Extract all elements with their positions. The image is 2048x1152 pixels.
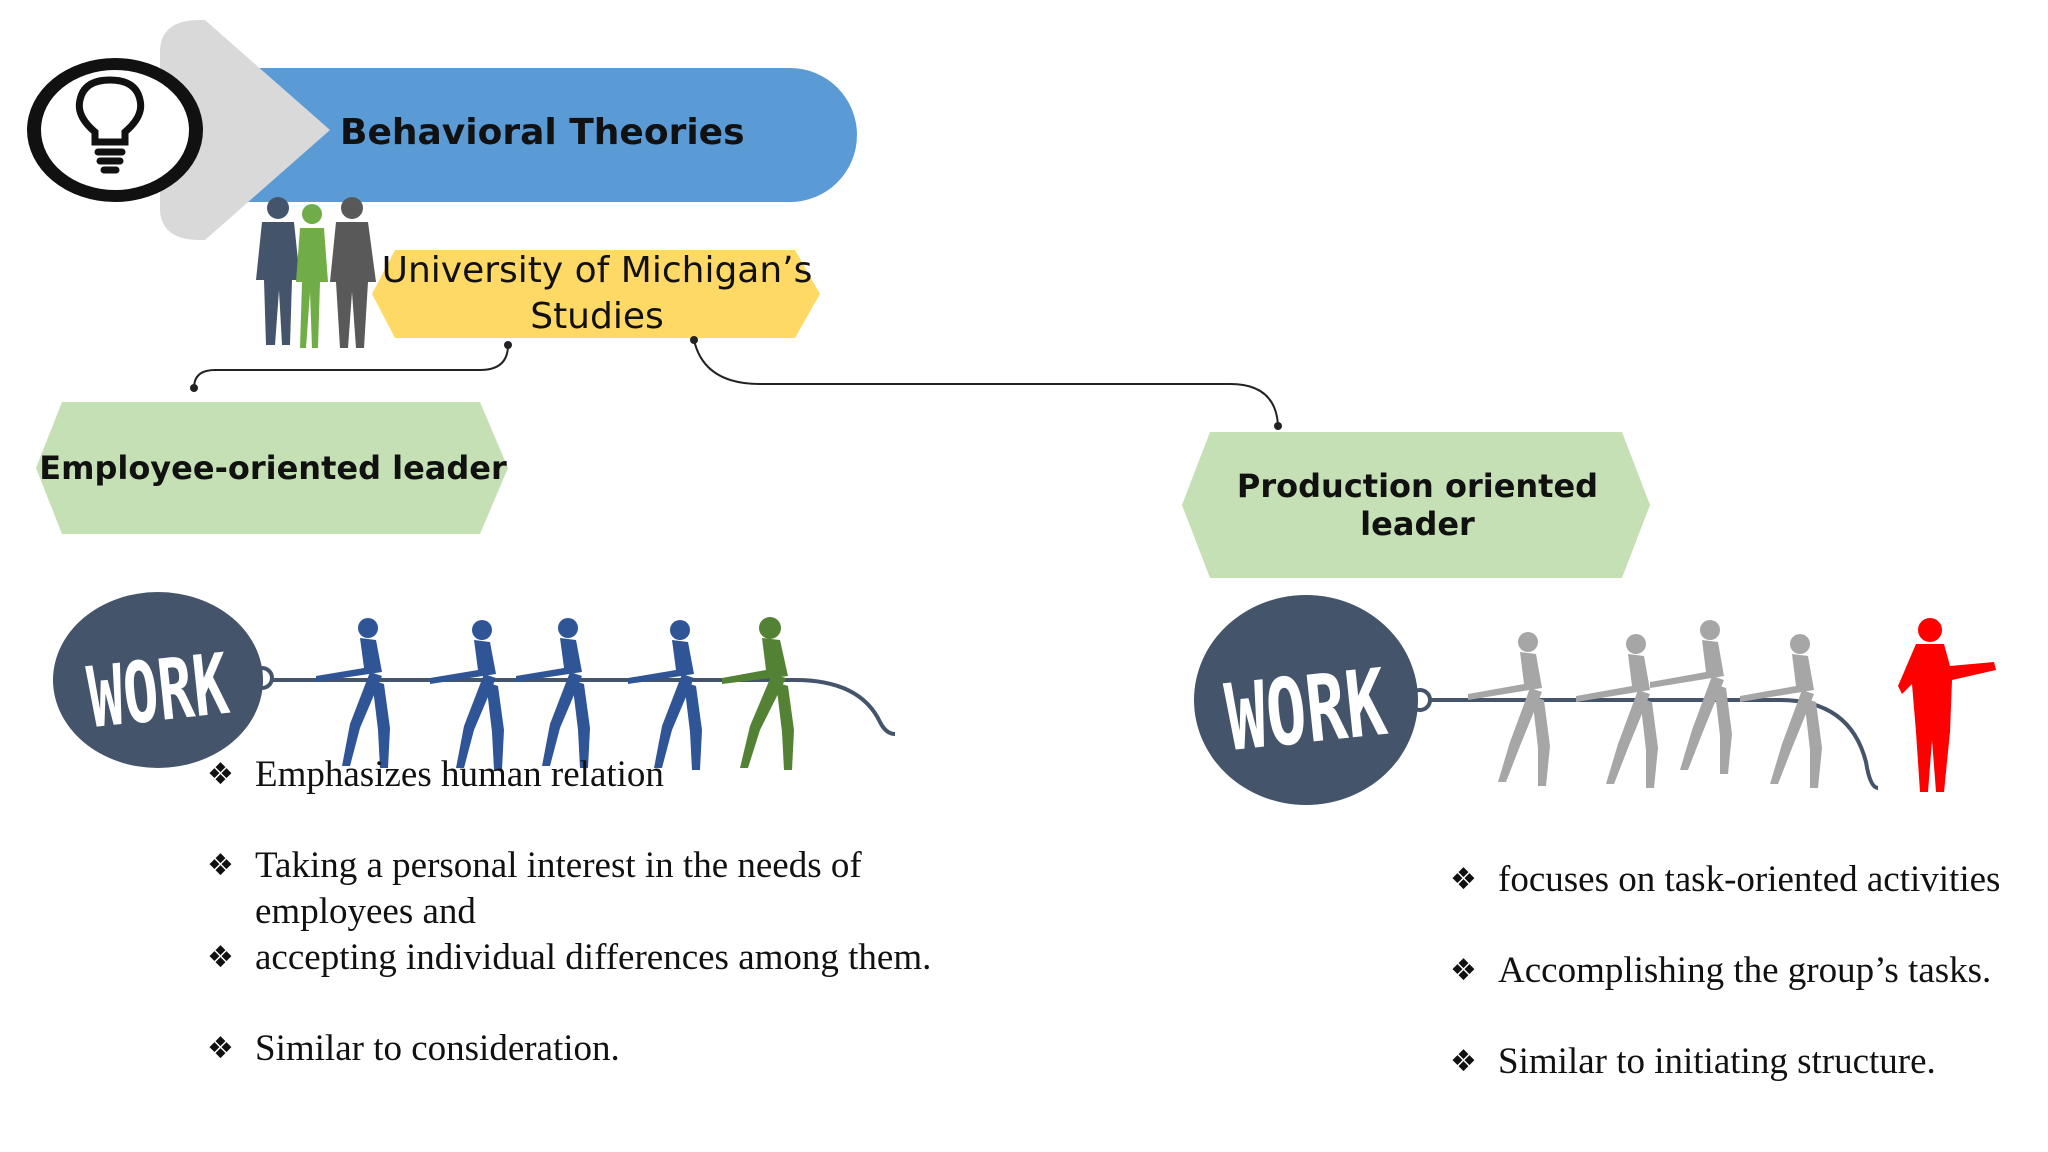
right-leader-figure [1898, 618, 1996, 792]
left-pulling-figures [316, 618, 702, 770]
bullet-text: accepting individual differences among t… [255, 937, 932, 978]
bullet-item: ❖ Emphasizes human relation [207, 752, 987, 798]
bullet-item: ❖ accepting individual differences among… [207, 935, 987, 981]
center-node-label: University of Michigan’s Studies [381, 250, 813, 337]
bullet-marker-icon: ❖ [207, 848, 234, 883]
left-work-label: WORK [83, 635, 233, 747]
connector-right [693, 339, 1279, 427]
bullet-text: focuses on task-oriented activities [1498, 859, 2001, 900]
bullet-item: ❖ Similar to initiating structure. [1450, 1039, 2048, 1085]
bullet-item: ❖ Similar to consideration. [207, 1026, 987, 1072]
bullet-item: ❖ Accomplishing the group’s tasks. [1450, 948, 2048, 994]
left-hexagon [36, 402, 508, 534]
bullet-marker-icon: ❖ [207, 1031, 234, 1066]
center-hexagon [372, 250, 820, 338]
production-oriented-label: Production oriented leader [1236, 467, 1599, 543]
bullet-text: Accomplishing the group’s tasks. [1498, 950, 1992, 991]
page-title: Behavioral Theories [340, 112, 745, 153]
production-bullet-list: ❖ focuses on task-oriented activities ❖ Ac… [1450, 857, 2048, 1130]
bullet-text: Similar to consideration. [255, 1028, 620, 1069]
left-rope [272, 678, 896, 736]
business-people-icon [256, 197, 376, 348]
connector-left [193, 344, 509, 389]
right-work-label: WORK [1221, 649, 1392, 772]
bullet-text: Similar to initiating structure. [1498, 1041, 1936, 1082]
bullet-text: Emphasizes human relation [255, 754, 664, 795]
bullet-marker-icon: ❖ [1450, 862, 1477, 897]
bullet-text: Taking a personal interest in the needs … [255, 845, 862, 932]
lightbulb-badge [27, 58, 203, 202]
lightbulb-icon [75, 76, 145, 174]
bullet-marker-icon: ❖ [207, 940, 234, 975]
right-hexagon [1182, 432, 1650, 578]
title-chevron [160, 20, 330, 240]
bullet-item: ❖ Taking a personal interest in the needs… [207, 843, 987, 935]
bullet-marker-icon: ❖ [1450, 953, 1477, 988]
left-leader-figure [722, 617, 794, 770]
employee-bullet-list: ❖ Emphasizes human relation ❖ Taking a per… [207, 752, 987, 1117]
title-banner [240, 68, 857, 202]
bullet-marker-icon: ❖ [1450, 1044, 1477, 1079]
employee-oriented-label: Employee-oriented leader [39, 449, 507, 487]
bullet-marker-icon: ❖ [207, 757, 234, 792]
right-pulling-figures [1468, 620, 1822, 788]
bullet-item: ❖ focuses on task-oriented activities [1450, 857, 2048, 903]
